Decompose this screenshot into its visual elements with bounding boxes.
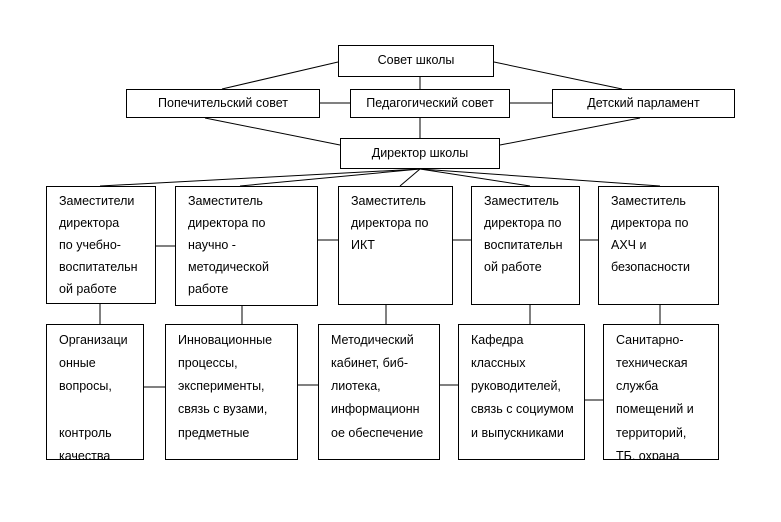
deputy-upbringing-box: Заместитель директора по воспитательн ой… — [471, 186, 580, 305]
children-parliament-box: Детский парламент — [552, 89, 735, 118]
line-director-deputy-1 — [99, 168, 421, 187]
director-box: Директор школы — [340, 138, 500, 169]
line-director-deputy-4 — [419, 168, 531, 187]
unit-innovation-box: Инновационные процессы, эксперименты, св… — [165, 324, 298, 460]
line-director-deputy-3 — [399, 168, 421, 187]
unit-sanitary-service-box: Санитарно- техническая служба помещений … — [603, 324, 719, 460]
pedagogical-council-box: Педагогический совет — [350, 89, 510, 118]
line-children-director — [499, 117, 641, 146]
deputy-facilities-box: Заместитель директора по АХЧ и безопасно… — [598, 186, 719, 305]
unit-class-teachers-box: Кафедра классных руководителей, связь с … — [458, 324, 585, 460]
deputy-methodical-box: Заместитель директора по научно - методи… — [175, 186, 318, 306]
unit-organization-box: Организаци онные вопросы, контроль качес… — [46, 324, 144, 460]
deputy-ict-box: Заместитель директора по ИКТ — [338, 186, 453, 305]
line-council-trustees — [221, 61, 339, 90]
line-trustees-director — [204, 117, 341, 146]
deputy-academic-box: Заместители директора по учебно- воспита… — [46, 186, 156, 304]
trustees-council-box: Попечительский совет — [126, 89, 320, 118]
line-director-deputy-5 — [419, 168, 661, 187]
school-council-box: Совет школы — [338, 45, 494, 77]
line-director-deputy-2 — [239, 168, 421, 187]
unit-methodical-cabinet-box: Методический кабинет, биб- лиотека, инфо… — [318, 324, 440, 460]
line-council-children — [493, 61, 623, 90]
